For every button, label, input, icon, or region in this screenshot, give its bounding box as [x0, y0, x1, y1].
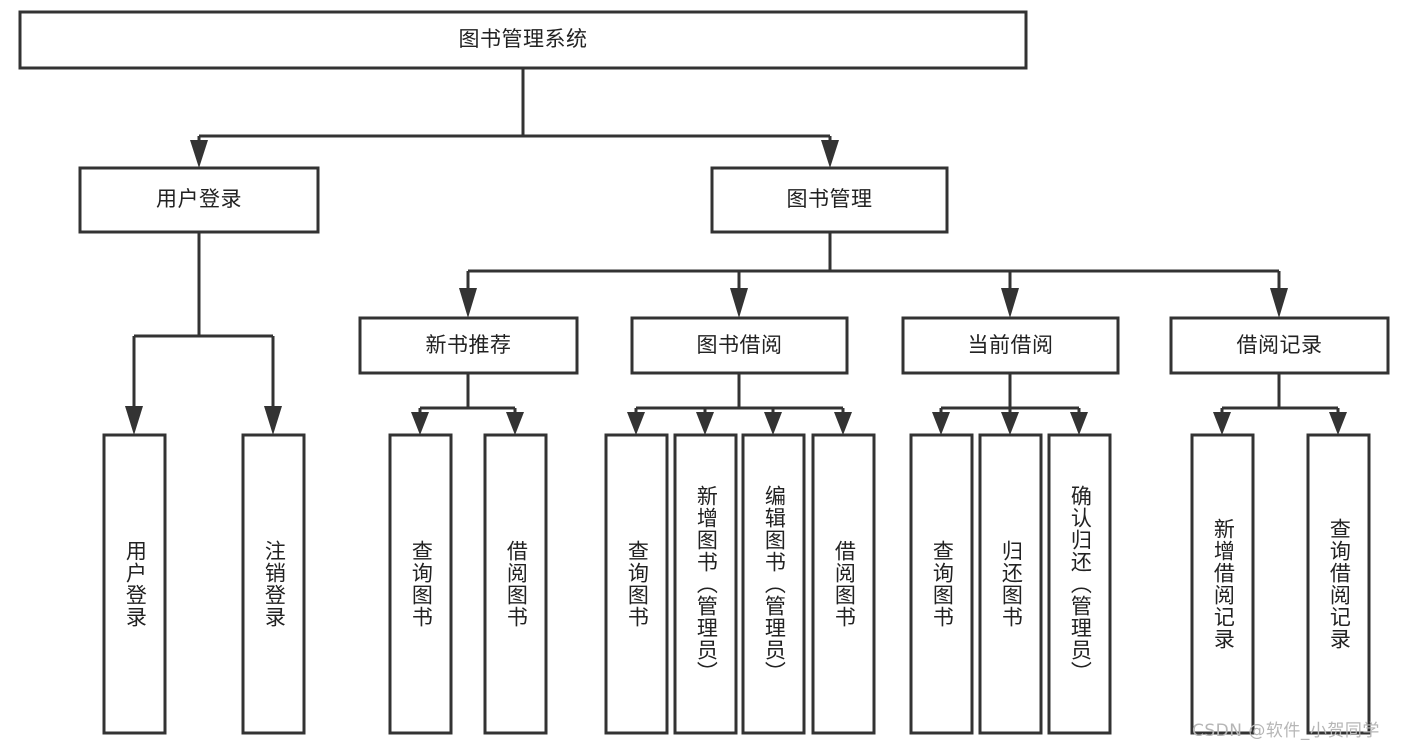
arrow-head-leaf-query-book-1 — [411, 412, 429, 435]
arrow-head-current-borrow — [1001, 288, 1019, 318]
node-box-book-borrow[interactable] — [630, 316, 849, 375]
node-box-leaf-confirm-return[interactable] — [1047, 433, 1112, 735]
node-box-leaf-add-record[interactable] — [1190, 433, 1255, 735]
arrow-head-leaf-query-book-3 — [932, 412, 950, 435]
arrow-head-leaf-add-record — [1213, 412, 1231, 435]
arrow-head-leaf-add-book — [696, 412, 714, 435]
arrow-head-leaf-return-book — [1001, 412, 1019, 435]
node-box-leaf-query-book-1[interactable] — [388, 433, 453, 735]
arrow-head-user-login — [190, 140, 208, 168]
node-box-borrow-record[interactable] — [1169, 316, 1390, 375]
arrow-head-new-book-recommend — [459, 288, 477, 318]
node-box-leaf-borrow-book-1[interactable] — [483, 433, 548, 735]
arrow-head-leaf-query-record — [1329, 412, 1347, 435]
node-box-leaf-logout-login[interactable] — [241, 433, 306, 735]
node-box-user-login[interactable] — [78, 166, 320, 234]
node-box-new-book-recommend[interactable] — [358, 316, 579, 375]
node-box-leaf-return-book[interactable] — [978, 433, 1043, 735]
node-box-leaf-borrow-book-2[interactable] — [811, 433, 876, 735]
node-box-leaf-query-book-2[interactable] — [604, 433, 669, 735]
node-box-current-borrow[interactable] — [901, 316, 1120, 375]
node-box-book-management[interactable] — [710, 166, 949, 234]
arrow-head-book-management — [821, 140, 839, 168]
node-box-leaf-add-book[interactable] — [673, 433, 738, 735]
node-box-root[interactable] — [18, 10, 1028, 70]
node-box-leaf-edit-book[interactable] — [741, 433, 806, 735]
arrow-head-leaf-user-login — [125, 406, 143, 435]
arrow-head-leaf-logout-login — [264, 406, 282, 435]
node-box-leaf-query-book-3[interactable] — [909, 433, 974, 735]
arrow-head-borrow-record — [1270, 288, 1288, 318]
arrow-head-leaf-borrow-book-1 — [506, 412, 524, 435]
node-box-leaf-query-record[interactable] — [1306, 433, 1371, 735]
arrow-head-leaf-confirm-return — [1070, 412, 1088, 435]
arrow-head-leaf-query-book-2 — [627, 412, 645, 435]
arrow-head-book-borrow — [730, 288, 748, 318]
node-box-leaf-user-login[interactable] — [102, 433, 167, 735]
arrow-head-leaf-borrow-book-2 — [834, 412, 852, 435]
arrow-head-leaf-edit-book — [764, 412, 782, 435]
